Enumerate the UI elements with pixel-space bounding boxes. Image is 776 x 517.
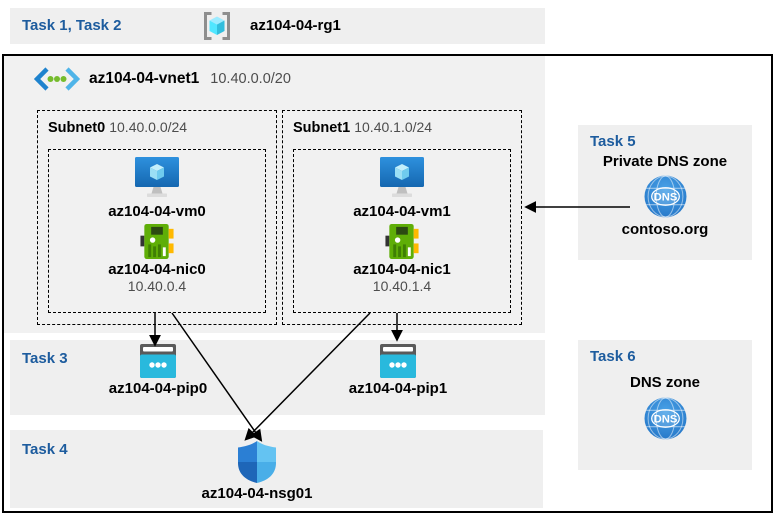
subnet0-name: Subnet0: [48, 120, 106, 136]
resource-group-name: az104-04-rg1: [250, 17, 341, 34]
virtual-network-icon: [34, 66, 80, 92]
task-4-panel: Task 4 az104-04-nsg01: [10, 430, 543, 508]
public-ip-icon: [380, 344, 416, 378]
subnet0-title: Subnet0 10.40.0.0/24: [48, 119, 187, 136]
pip1-group: az104-04-pip1: [343, 344, 453, 397]
subnet0-cidr: 10.40.0.0/24: [109, 119, 188, 135]
vm1-name: az104-04-vm1: [353, 203, 451, 220]
subnet1-title: Subnet1 10.40.1.0/24: [293, 119, 432, 136]
dns-zone-icon: DNS: [644, 175, 687, 218]
diagram-frame: [2, 54, 773, 513]
task-5-panel: Task 5 Private DNS zone DNS contoso.org: [578, 125, 752, 260]
dns-icon-label: DNS: [653, 192, 677, 204]
subnet1-name: Subnet1: [293, 120, 351, 136]
nic1-ip: 10.40.1.4: [372, 278, 432, 294]
public-ip-icon: [140, 344, 176, 378]
task-6-label: Task 6: [590, 348, 636, 365]
pip1-name: az104-04-pip1: [348, 380, 448, 397]
network-interface-icon: [385, 223, 419, 260]
nic0-ip: 10.40.0.4: [127, 278, 187, 294]
task-1-2-panel: Task 1, Task 2 az104-04-rg1: [10, 8, 545, 44]
subnet1-box: Subnet1 10.40.1.0/24 az104-04-vm1: [282, 110, 522, 325]
subnet1-cidr: 10.40.1.0/24: [354, 119, 433, 135]
network-security-group-icon: [238, 441, 276, 483]
nsg-name: az104-04-nsg01: [201, 485, 313, 502]
nsg-group: az104-04-nsg01: [192, 441, 322, 502]
network-interface-icon: [140, 223, 174, 260]
task-4-label: Task 4: [22, 441, 68, 458]
virtual-machine-icon: [134, 157, 180, 198]
resource-group-icon: [200, 10, 234, 42]
task-3-panel: Task 3 az104-04-pip0: [10, 340, 545, 415]
vm0-name: az104-04-vm0: [108, 203, 206, 220]
private-dns-zone-name: contoso.org: [621, 221, 709, 238]
nic0-name: az104-04-nic0: [108, 261, 206, 278]
virtual-machine-icon: [379, 157, 425, 198]
pip0-name: az104-04-pip0: [108, 380, 208, 397]
subnet1-vm-group: az104-04-vm1 az104-04-nic1 10.40.1.4: [293, 149, 511, 313]
dns-icon-label: DNS: [653, 414, 677, 426]
vnet-cidr: 10.40.0.0/20: [210, 71, 291, 87]
task-1-2-label: Task 1, Task 2: [22, 17, 122, 34]
vnet-header: az104-04-vnet1 10.40.0.0/20: [34, 66, 291, 92]
dns-zone-icon: DNS: [644, 397, 687, 440]
nic1-name: az104-04-nic1: [353, 261, 451, 278]
private-dns-zone-title: Private DNS zone: [602, 153, 728, 170]
dns-zone-title: DNS zone: [629, 374, 700, 391]
task-5-label: Task 5: [590, 133, 636, 150]
vnet-region: [4, 56, 545, 333]
subnet0-vm-group: az104-04-vm0 az104-04-nic0 10.40.0.4: [48, 149, 266, 313]
subnet0-box: Subnet0 10.40.0.0/24 az104-04-vm0: [37, 110, 277, 325]
vnet-name: az104-04-vnet1: [89, 70, 200, 87]
task-6-panel: Task 6 DNS zone DNS: [578, 340, 752, 470]
task-3-label: Task 3: [22, 350, 68, 367]
pip0-group: az104-04-pip0: [103, 344, 213, 397]
